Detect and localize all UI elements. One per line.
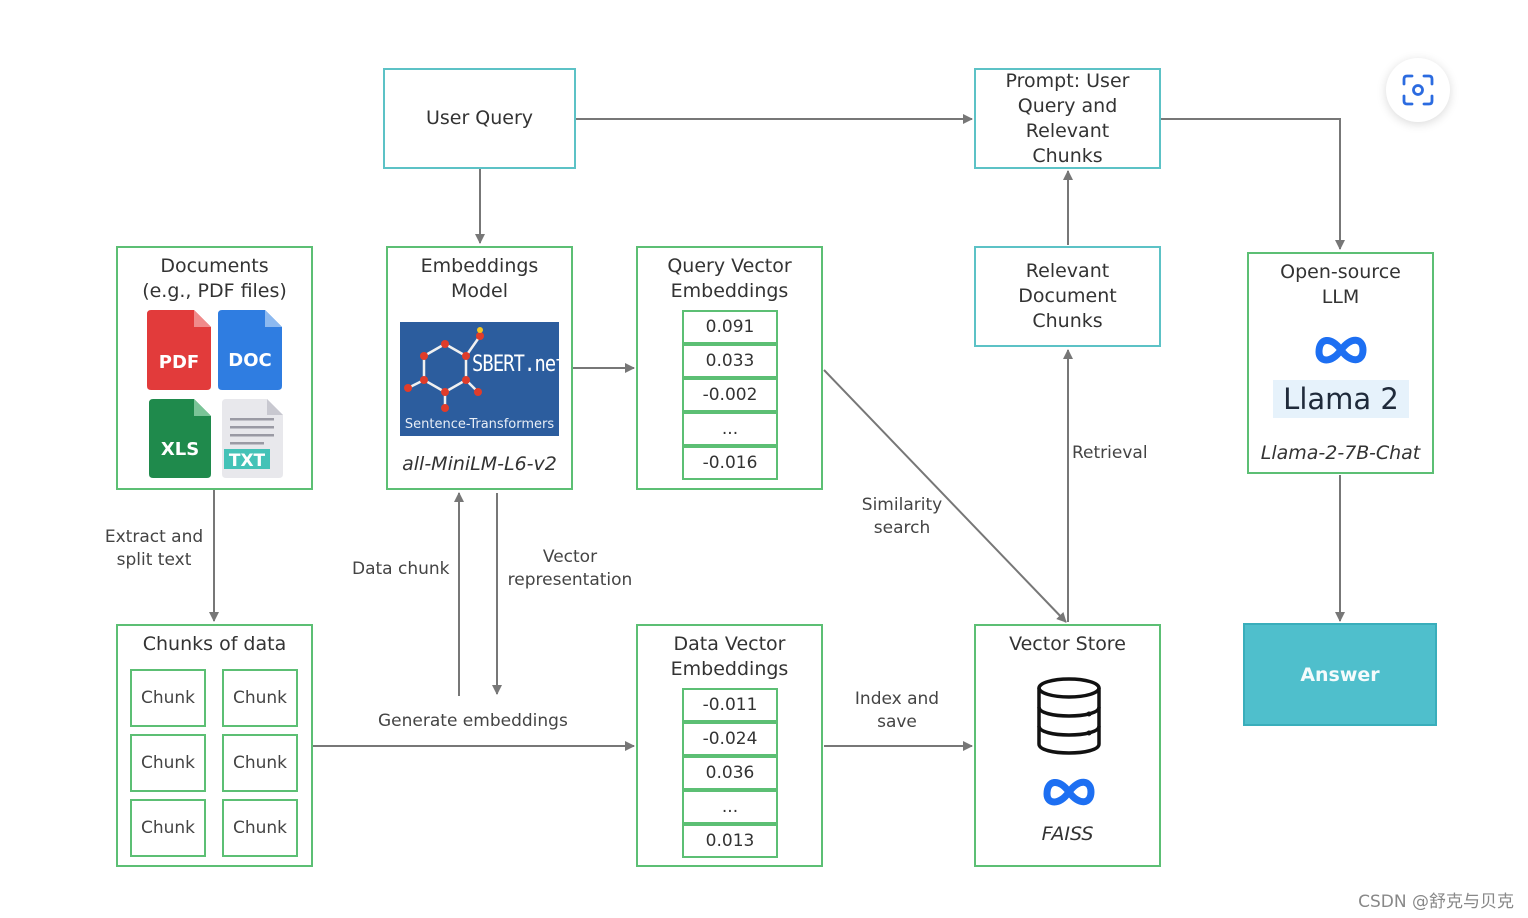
vector-store-title: Vector Store <box>1009 633 1126 655</box>
embeddings-model-node: Embeddings Model SBERT.net Sentence-Tr <box>386 246 573 490</box>
sbert-caption: Sentence-Transformers <box>404 417 555 432</box>
chunk-item: Chunk <box>222 669 298 727</box>
query-vector-title: Query Vector Embeddings <box>667 255 792 302</box>
data-vector-cell: 0.036 <box>682 756 778 790</box>
chunk-item: Chunk <box>222 734 298 792</box>
data-vector-cell: ... <box>682 790 778 824</box>
sbert-molecule-icon <box>404 327 484 412</box>
txt-file-icon <box>222 399 283 478</box>
data-vector-cell: -0.024 <box>682 722 778 756</box>
edge-label-similarity-search: Similarity search <box>861 495 943 538</box>
txt-icon-label: TXT <box>229 451 266 471</box>
edge-label-generate-embeddings: Generate embeddings <box>378 711 568 731</box>
user-query-node: User Query <box>383 68 576 169</box>
documents-subtitle: (e.g., PDF files) <box>142 280 287 302</box>
xls-icon-label: XLS <box>161 439 199 460</box>
relevant-chunks-node: Relevant Document Chunks <box>974 246 1161 347</box>
embeddings-model-name: all-MiniLM-L6-v2 <box>402 453 557 475</box>
sbert-logo: SBERT.net Sentence-Transformers <box>400 322 567 436</box>
user-query-label: User Query <box>425 107 534 129</box>
edge-label-index-save: Index and save <box>854 689 940 732</box>
edge-label-retrieval: Retrieval <box>1072 443 1148 463</box>
database-icon <box>1037 677 1101 755</box>
edge-label-extract-split: Extract and split text <box>104 527 204 570</box>
pdf-file-icon <box>147 310 211 390</box>
pdf-icon-label: PDF <box>159 352 199 373</box>
query-vector-cell: ... <box>682 412 778 446</box>
xls-file-icon <box>149 399 211 478</box>
llm-node: Open-source LLM Llama 2 Llama-2-7B-Chat <box>1247 252 1434 474</box>
watermark: CSDN @舒克与贝克 <box>1358 892 1514 912</box>
chunks-node: Chunks of data Chunk Chunk Chunk Chunk C… <box>116 624 313 867</box>
query-vector-node: Query Vector Embeddings 0.091 0.033 -0.0… <box>636 246 823 490</box>
chunks-title: Chunks of data <box>142 633 287 655</box>
meta-logo-icon <box>1315 336 1367 364</box>
llm-title: Open-source LLM <box>1280 261 1401 308</box>
data-vector-cell: 0.013 <box>682 824 778 858</box>
faiss-label: FAISS <box>1041 823 1094 845</box>
data-vector-cell: -0.011 <box>682 688 778 722</box>
edge-label-data-chunk: Data chunk <box>352 559 450 579</box>
query-vector-cell: -0.016 <box>682 446 778 480</box>
query-vector-cell: 0.033 <box>682 344 778 378</box>
visual-search-button[interactable] <box>1386 58 1450 122</box>
data-vector-node: Data Vector Embeddings -0.011 -0.024 0.0… <box>636 624 823 867</box>
chunk-item: Chunk <box>130 799 206 857</box>
edge-similarity-search <box>823 369 1067 623</box>
chunk-item: Chunk <box>222 799 298 857</box>
edge-prompt-to-llm <box>1161 118 1345 250</box>
sbert-logo-text: SBERT.net <box>472 352 567 377</box>
chunk-item: Chunk <box>130 669 206 727</box>
prompt-label: Prompt: User Query and Relevant Chunks <box>1005 69 1130 167</box>
query-vector-cell: 0.091 <box>682 310 778 344</box>
chunk-item: Chunk <box>130 734 206 792</box>
query-vector-cell: -0.002 <box>682 378 778 412</box>
edge-label-vector-representation: Vector representation <box>507 547 633 590</box>
data-vector-title: Data Vector Embeddings <box>670 633 789 680</box>
llama-label: Llama 2 <box>1273 380 1409 418</box>
embeddings-title: Embeddings Model <box>420 255 539 302</box>
doc-icon-label: DOC <box>228 350 271 371</box>
answer-node: Answer <box>1243 623 1437 726</box>
file-icons: PDF DOC XLS TXT <box>147 310 283 478</box>
vector-store-node: Vector Store FAISS <box>974 624 1161 867</box>
prompt-node: Prompt: User Query and Relevant Chunks <box>974 68 1161 169</box>
scan-icon <box>1402 74 1434 106</box>
documents-title: Documents <box>160 255 269 277</box>
llm-model-name: Llama-2-7B-Chat <box>1260 442 1421 464</box>
relevant-chunks-label: Relevant Document Chunks <box>1018 260 1117 332</box>
doc-file-icon <box>218 310 282 390</box>
meta-logo-icon <box>1043 778 1095 806</box>
documents-node: Documents (e.g., PDF files) PDF DOC XLS <box>116 246 313 490</box>
